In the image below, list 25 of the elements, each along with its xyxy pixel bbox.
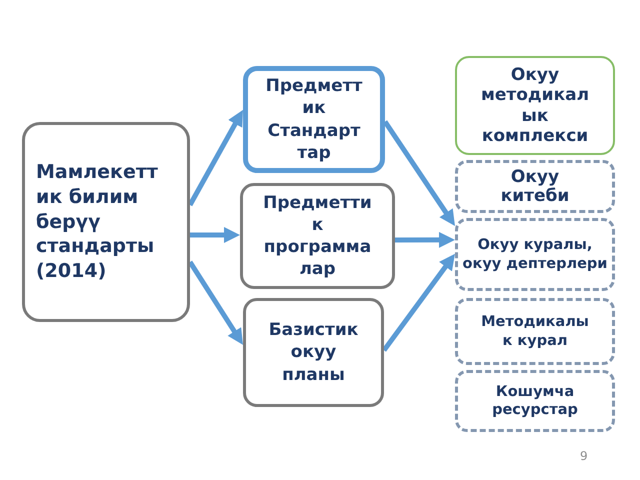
node-label: Окуу методикалык комплекси (480, 64, 590, 146)
node-label: Мамлекеттик билим берүү стандарты (2014) (36, 160, 159, 284)
rounded-box (455, 56, 615, 155)
page-number: 9 (580, 449, 588, 463)
rounded-box (240, 183, 395, 289)
arrow (190, 226, 240, 243)
dashed-box (455, 370, 615, 432)
node-label: Предметтик программалар (262, 192, 373, 280)
arrow (382, 254, 455, 352)
rounded-box (243, 298, 384, 407)
node-label: Окуу куралы, окуу дептерлери (462, 236, 608, 273)
node-label: Окуу китеби (500, 168, 570, 206)
rounded-box (22, 122, 190, 322)
node-label: Методикалык курал (480, 313, 590, 350)
node-label: Кошумча ресурстар (491, 382, 579, 420)
arrow (395, 232, 455, 248)
dashed-box (455, 298, 615, 365)
rounded-box (243, 66, 385, 173)
arrow (188, 110, 243, 206)
node-label: Базистик окуу планы (268, 319, 360, 386)
dashed-box (455, 160, 615, 213)
dashed-box (455, 218, 615, 291)
arrow (188, 260, 243, 345)
arrow (382, 120, 455, 226)
node-label: Предметтик Стандарттар (264, 75, 364, 164)
